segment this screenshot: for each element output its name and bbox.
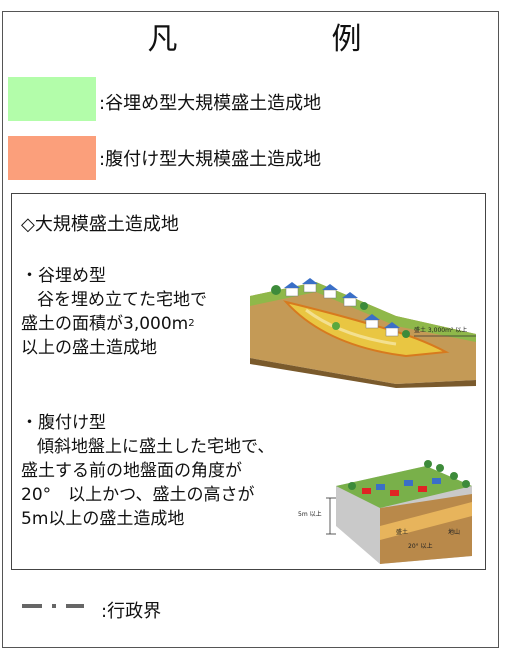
slope-fill-swatch	[8, 136, 96, 180]
admin-boundary-label: :行政界	[101, 601, 162, 622]
slope-desc-line3: 20° 以上かつ、盛土の高さが	[21, 485, 255, 505]
valley-fill-illustration: 盛土 3,000m² 以上	[250, 278, 476, 388]
slope-fill-legend-label: :腹付け型大規模盛土造成地	[99, 149, 322, 170]
slope-height-label: 5m 以上	[298, 510, 322, 518]
valley-desc-line3: 以上の盛土造成地	[21, 338, 157, 358]
valley-fill-area-label: 盛土 3,000m² 以上	[414, 326, 467, 334]
explanation-box	[11, 193, 486, 570]
slope-fill-label: 盛土	[396, 528, 408, 536]
explanation-title: ◇大規模盛土造成地	[21, 214, 179, 235]
slope-angle-label: 20° 以上	[408, 542, 433, 550]
slope-fill-illustration: 5m 以上 盛土 地山 20° 以上	[298, 460, 472, 564]
valley-desc-line2: 盛土の面積が3,000m2	[21, 314, 195, 334]
slope-desc-line4: 5m以上の盛土造成地	[21, 509, 185, 529]
valley-fill-swatch	[8, 77, 96, 121]
valley-heading: ・谷埋め型	[21, 266, 106, 286]
slope-ground-label: 地山	[448, 528, 460, 536]
valley-desc-line1: 谷を埋め立てた宅地で	[37, 290, 207, 310]
valley-fill-legend-label: :谷埋め型大規模盛土造成地	[99, 93, 322, 114]
legend-frame	[2, 11, 499, 648]
slope-desc-line2: 盛土する前の地盤面の角度が	[21, 461, 242, 481]
slope-heading: ・腹付け型	[21, 413, 106, 433]
admin-boundary-line-symbol	[22, 604, 84, 608]
legend-title: 凡 例	[147, 22, 424, 57]
slope-desc-line1: 傾斜地盤上に盛土した宅地で、	[37, 437, 275, 457]
